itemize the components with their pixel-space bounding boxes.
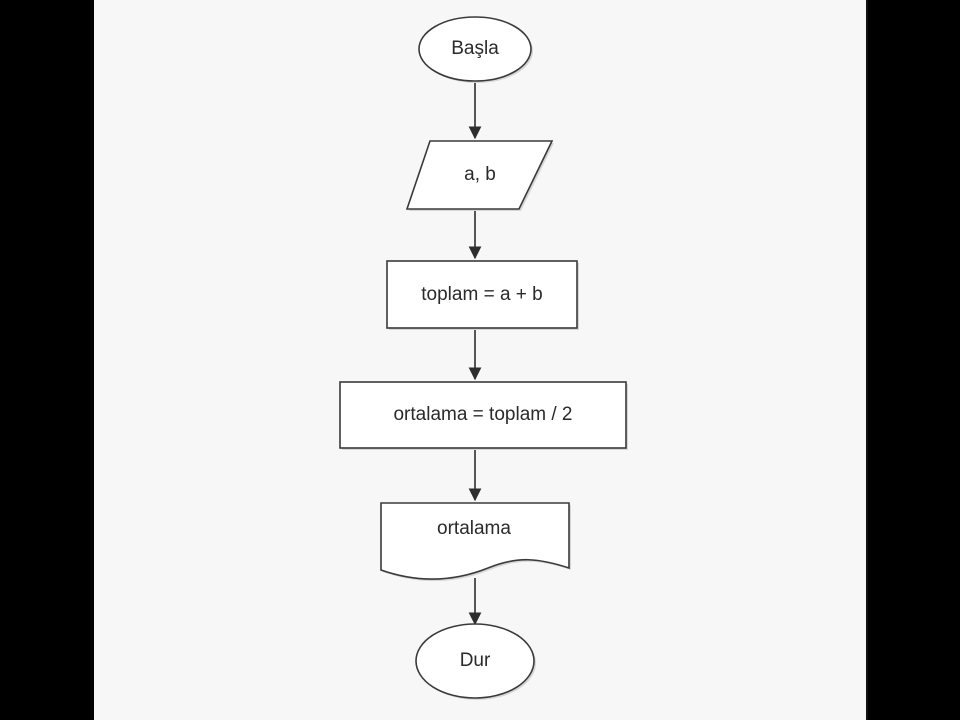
node-end-label: Dur [460, 650, 491, 671]
node-input: a, b [405, 140, 554, 211]
node-end: Dur [415, 623, 536, 700]
node-sum: toplam = a + b [386, 260, 579, 330]
node-start-label: Başla [451, 38, 499, 59]
node-start: Başla [418, 16, 533, 83]
node-input-label: a, b [464, 164, 496, 185]
node-sum-label: toplam = a + b [421, 284, 542, 305]
diagram-canvas [94, 0, 866, 720]
node-avg-label: ortalama = toplam / 2 [393, 404, 572, 425]
node-avg: ortalama = toplam / 2 [339, 381, 628, 450]
canvas-edge [866, 0, 868, 720]
node-output: ortalama [380, 502, 571, 582]
node-output-label: ortalama [437, 518, 511, 539]
